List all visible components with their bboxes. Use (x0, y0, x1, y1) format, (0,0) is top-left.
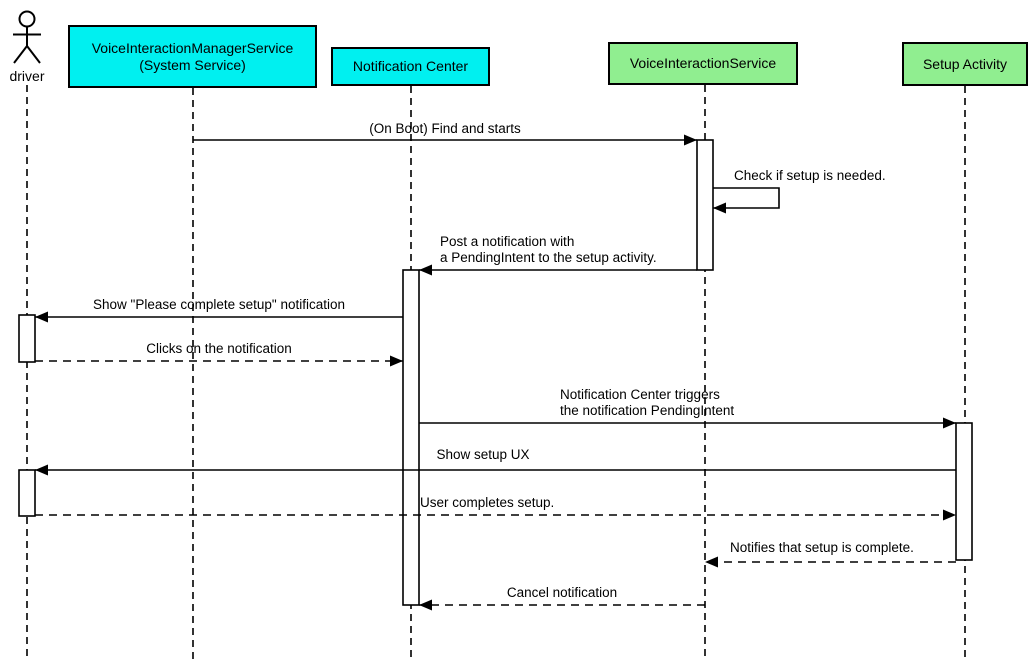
message-label-show-complete-setup-notification: Show "Please complete setup" notificatio… (93, 297, 345, 312)
arrow-check-if-setup-needed-self (713, 187, 780, 214)
activation-setup-activity (955, 422, 973, 561)
actor-driver-label: driver (9, 68, 45, 84)
activation-driver-2 (18, 469, 36, 517)
message-label-check-if-setup-needed: Check if setup is needed. (734, 168, 886, 183)
message-label-user-completes-setup: User completes setup. (420, 495, 555, 510)
message-label-clicks-on-notification: Clicks on the notification (146, 341, 292, 356)
activation-voice-interaction-service (696, 139, 714, 271)
activation-driver-1 (18, 314, 36, 363)
actor-driver-icon (13, 10, 41, 64)
activation-notification-center (402, 269, 420, 606)
message-label-cancel-notification: Cancel notification (506, 585, 618, 600)
message-label-notifies-setup-complete: Notifies that setup is complete. (730, 540, 914, 555)
message-label-show-setup-ux: Show setup UX (436, 447, 530, 462)
participant-voice-interaction-manager-service: VoiceInteractionManagerService (System S… (68, 25, 317, 88)
message-label-post-notification: Post a notification with a PendingIntent… (440, 234, 657, 265)
message-label-on-boot-find-and-starts: (On Boot) Find and starts (369, 121, 521, 136)
message-label-triggers-pendingintent: Notification Center triggers the notific… (560, 387, 735, 418)
participant-voice-interaction-service: VoiceInteractionService (608, 42, 798, 85)
participant-notification-center: Notification Center (331, 47, 490, 86)
participant-setup-activity: Setup Activity (902, 42, 1028, 86)
